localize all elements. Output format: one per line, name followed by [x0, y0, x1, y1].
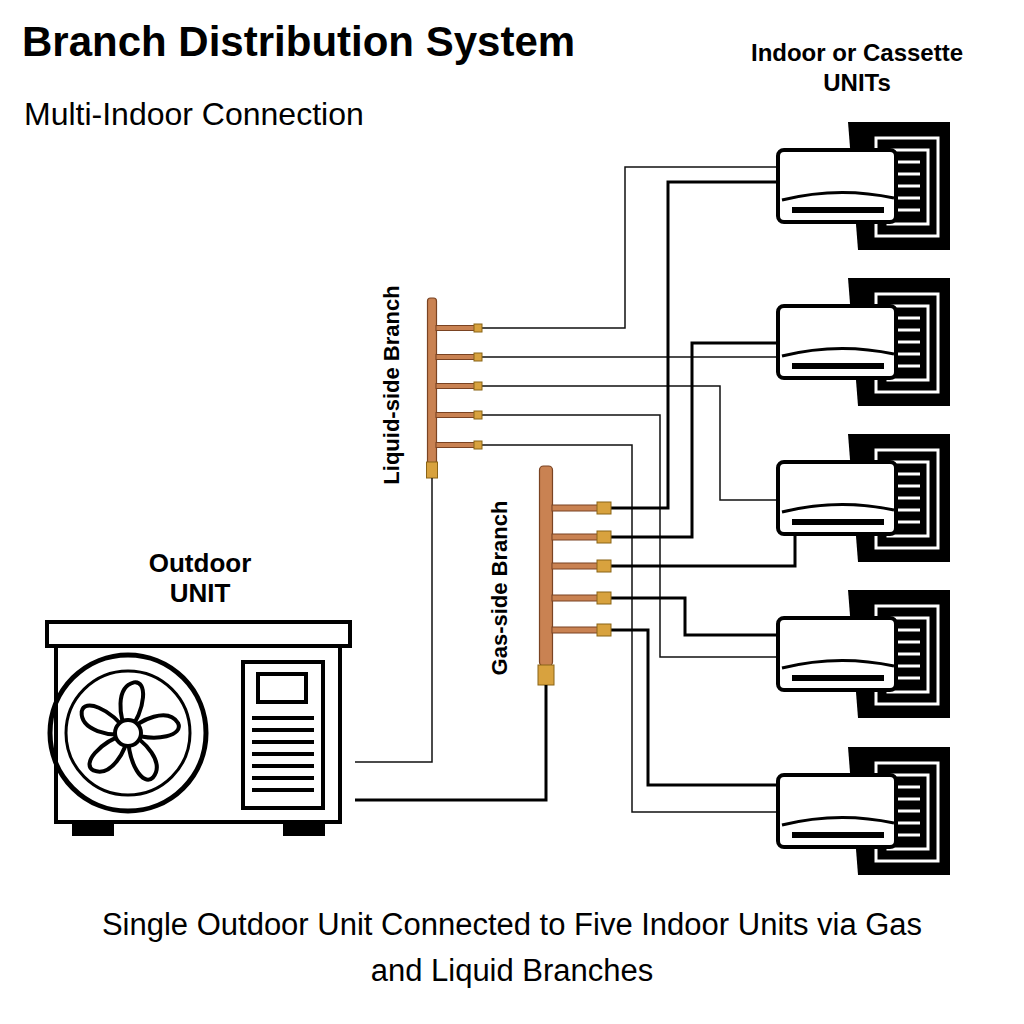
- branch-label: Gas-side Branch: [487, 478, 513, 698]
- outdoor-unit-drawing: [47, 622, 350, 836]
- unit-label: Outdoor UNIT: [130, 548, 270, 608]
- branch-manifold: Liquid-side Branch: [372, 270, 484, 502]
- gas-wires: [611, 182, 795, 785]
- indoor-unit: [778, 747, 950, 875]
- caption: Single Outdoor Unit Connected to Five In…: [87, 902, 937, 994]
- branch-manifold: Gas-side Branch: [484, 462, 618, 696]
- liquid-wires: [482, 167, 778, 812]
- indoor-unit: [778, 590, 950, 718]
- branch-label: Liquid-side Branch: [379, 265, 405, 505]
- group-heading: Indoor or Cassette UNITs: [717, 38, 997, 98]
- outdoor-unit: Outdoor UNIT: [45, 540, 355, 840]
- indoor-units: [778, 122, 950, 875]
- subtitle: Multi-Indoor Connection: [24, 94, 624, 134]
- indoor-unit: [778, 434, 950, 562]
- indoor-unit: [778, 278, 950, 406]
- refrigerant-line: [355, 696, 546, 800]
- refrigerant-line: [355, 502, 432, 762]
- indoor-unit: [778, 122, 950, 250]
- fan-symbol: [76, 679, 178, 783]
- title: Branch Distribution System: [22, 16, 575, 68]
- gas-manifold: [538, 466, 611, 696]
- liquid-manifold: [427, 298, 483, 502]
